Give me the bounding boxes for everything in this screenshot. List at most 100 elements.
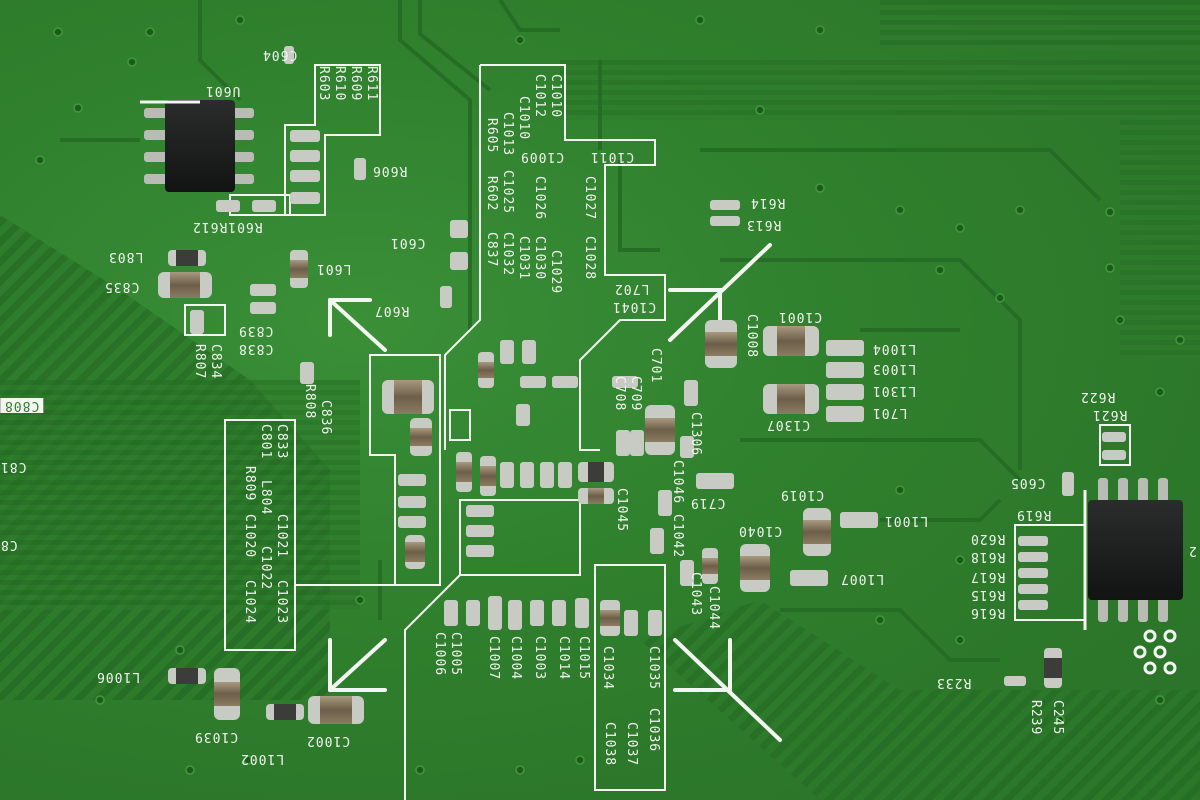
label-c1009: C1009 xyxy=(520,149,565,164)
label-c1029: C1029 xyxy=(548,250,563,295)
label-r603: R603 xyxy=(316,66,331,102)
label-c833: C833 xyxy=(274,424,289,460)
label-l601: L601 xyxy=(316,261,352,276)
label-l1004: L1004 xyxy=(872,341,917,356)
label-c1022: C1022 xyxy=(258,546,273,591)
label-c719: C719 xyxy=(690,495,726,510)
label-r609: R609 xyxy=(348,66,363,102)
label-r616: R616 xyxy=(970,605,1006,620)
label-l1003: L1003 xyxy=(872,361,917,376)
vias xyxy=(35,15,1185,775)
label-c835: C835 xyxy=(104,279,140,294)
label-r620: R620 xyxy=(970,531,1006,546)
label-c1019: C1019 xyxy=(780,487,825,502)
label-l1002: L1002 xyxy=(240,751,285,766)
label-r606: R606 xyxy=(372,163,408,178)
label-c1021: C1021 xyxy=(274,514,289,559)
label-c1025: C1025 xyxy=(500,170,515,215)
label-l701: L701 xyxy=(872,405,908,420)
label-c245: C245 xyxy=(1050,700,1065,736)
label-r233: R233 xyxy=(936,675,972,690)
label-c1027: C1027 xyxy=(582,176,597,221)
label-c1045: C1045 xyxy=(614,488,629,533)
trace-field-left-horizontal xyxy=(0,380,360,610)
label-u601: U601 xyxy=(205,83,241,98)
label-c1007: C1007 xyxy=(486,636,501,681)
label-r613: R613 xyxy=(746,217,782,232)
label-c81: C81 xyxy=(0,459,27,474)
label-c1034: C1034 xyxy=(600,646,615,691)
label-c801: C801 xyxy=(258,424,273,460)
label-c1037: C1037 xyxy=(624,722,639,767)
label-c1039: C1039 xyxy=(194,729,239,744)
label-c1043: C1043 xyxy=(688,572,703,617)
ic-u601 xyxy=(140,100,254,192)
label-c708: C708 xyxy=(612,376,627,412)
label-c1013: C1013 xyxy=(500,112,515,157)
label-r610: R610 xyxy=(332,66,347,102)
label-r809: R809 xyxy=(242,466,257,502)
components xyxy=(158,46,1126,724)
label-c836: C836 xyxy=(318,400,333,436)
label-c1040: C1040 xyxy=(738,523,783,538)
label-c1026: C1026 xyxy=(532,176,547,221)
label-c8: C8 xyxy=(0,537,18,552)
label-c1044: C1044 xyxy=(706,586,721,631)
label-c1004: C1004 xyxy=(508,636,523,681)
trace-field-right xyxy=(1120,120,1200,360)
label-l702: L702 xyxy=(614,281,650,296)
label-c1020: C1020 xyxy=(242,514,257,559)
label-r607: R607 xyxy=(374,303,410,318)
label-c605: C605 xyxy=(1010,475,1046,490)
label-r239: R239 xyxy=(1028,700,1043,736)
label-r602: R602 xyxy=(484,176,499,212)
label-r619: R619 xyxy=(1016,507,1052,522)
silkscreen-arrows xyxy=(328,243,782,742)
label-c1035: C1035 xyxy=(646,646,661,691)
label-c839: C839 xyxy=(238,323,274,338)
label-c1028: C1028 xyxy=(582,236,597,281)
label-c838: C838 xyxy=(238,341,274,356)
label-c1307: C1307 xyxy=(766,417,811,432)
label-2: 2 xyxy=(1188,543,1197,558)
label-r621: R621 xyxy=(1092,407,1128,422)
label-c1001: C1001 xyxy=(778,309,823,324)
label-c1006: C1006 xyxy=(432,632,447,677)
label-c1042: C1042 xyxy=(670,514,685,559)
label-c1306: C1306 xyxy=(688,412,703,457)
label-c1003: C1003 xyxy=(532,636,547,681)
label-c1038: C1038 xyxy=(602,722,617,767)
trace-field-top xyxy=(560,60,1200,120)
label-r622: R622 xyxy=(1080,389,1116,404)
label-c701: C701 xyxy=(648,348,663,384)
label-l1001: L1001 xyxy=(884,513,929,528)
label-c1031: C1031 xyxy=(516,236,531,281)
label-r615: R615 xyxy=(970,587,1006,602)
label-c1008: C1008 xyxy=(744,314,759,359)
label-c604: C604 xyxy=(262,47,298,62)
label-r807: R807 xyxy=(192,344,207,380)
label-c1046: C1046 xyxy=(670,460,685,505)
label-c834: C834 xyxy=(208,344,223,380)
label-l804: L804 xyxy=(258,480,273,516)
label-c1032: C1032 xyxy=(500,232,515,277)
label-c1014: C1014 xyxy=(556,636,571,681)
label-c1036: C1036 xyxy=(646,708,661,753)
label-c1015: C1015 xyxy=(576,636,591,681)
label-c1024: C1024 xyxy=(242,580,257,625)
label-c1002: C1002 xyxy=(306,733,351,748)
label-c1041: C1041 xyxy=(612,299,657,314)
traces xyxy=(60,0,1102,662)
label-r617: R617 xyxy=(970,569,1006,584)
label-l803: L803 xyxy=(108,249,144,264)
label-l1301: L1301 xyxy=(872,383,917,398)
label-r601r612: R601R612 xyxy=(192,219,263,234)
trace-field-bottom-right xyxy=(640,600,1200,800)
label-r614: R614 xyxy=(750,195,786,210)
label-c1012: C1012 xyxy=(532,74,547,119)
label-c1023: C1023 xyxy=(274,580,289,625)
label-l1007: L1007 xyxy=(840,571,885,586)
label-r618: R618 xyxy=(970,549,1006,564)
